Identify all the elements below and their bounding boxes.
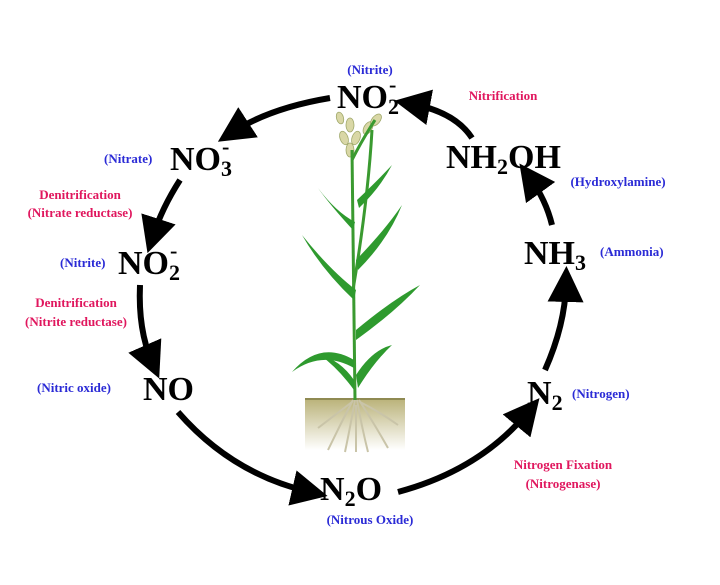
node-n2: N2 (Nitrogen) bbox=[527, 375, 630, 415]
process-nitrification: Nitrification bbox=[469, 88, 538, 103]
node-no2-left: (Nitrite) NO2- bbox=[60, 238, 180, 285]
process-denitrification-nitrite: Denitrification (Nitrite reductase) bbox=[25, 295, 127, 329]
node-n2o: N2O (Nitrous Oxide) bbox=[320, 471, 413, 527]
compound-name-nitrite-top: (Nitrite) bbox=[347, 62, 392, 77]
node-no2-top: (Nitrite) NO2- bbox=[337, 62, 399, 119]
arrow-n2-to-nh3 bbox=[542, 266, 584, 372]
roots bbox=[317, 399, 399, 453]
arrow-nh2oh-to-no2 bbox=[394, 89, 475, 140]
formula-nh2oh: NH2OH bbox=[446, 139, 561, 179]
process-denitrification-nitrate: Denitrification (Nitrate reductase) bbox=[28, 187, 133, 220]
arrow-no2-to-no bbox=[128, 284, 162, 379]
arrow-no3-to-no2 bbox=[141, 178, 183, 254]
cycle-arrows bbox=[128, 89, 584, 506]
compound-name-ammonia: (Ammonia) bbox=[600, 244, 664, 259]
process-line: Denitrification bbox=[39, 187, 121, 202]
node-no: (Nitric oxide) NO bbox=[37, 371, 194, 408]
compound-name-nitrogen: (Nitrogen) bbox=[572, 386, 630, 401]
plant-with-roots-icon bbox=[292, 111, 420, 453]
formula-no3: NO3- bbox=[170, 134, 232, 181]
formula-n2: N2 bbox=[527, 375, 563, 415]
formula-no2-top: NO2- bbox=[337, 72, 399, 119]
process-nitrogen-fixation: Nitrogen Fixation (Nitrogenase) bbox=[514, 457, 613, 491]
arrow-nh3-to-nh2oh bbox=[519, 163, 556, 226]
node-nh3: NH3 (Ammonia) bbox=[524, 235, 664, 275]
arrow-n2o-to-n2 bbox=[397, 398, 540, 495]
compound-name-nitrite-left: (Nitrite) bbox=[60, 255, 105, 270]
compound-name-nitrous-oxide: (Nitrous Oxide) bbox=[327, 512, 414, 527]
stems bbox=[350, 119, 377, 401]
formula-no2-left: NO2- bbox=[118, 238, 180, 285]
node-no3: (Nitrate) NO3- bbox=[104, 134, 232, 181]
formula-nh3: NH3 bbox=[524, 235, 586, 275]
process-line: Nitrogen Fixation bbox=[514, 457, 613, 472]
process-enzyme: (Nitrate reductase) bbox=[28, 205, 133, 220]
compound-name-hydroxylamine: (Hydroxylamine) bbox=[570, 174, 665, 189]
compound-name-nitrate: (Nitrate) bbox=[104, 151, 152, 166]
compound-name-nitric-oxide: (Nitric oxide) bbox=[37, 380, 111, 395]
arrow-no-to-n2o bbox=[175, 410, 328, 506]
formula-n2o: N2O bbox=[320, 471, 382, 511]
process-enzyme: (Nitrite reductase) bbox=[25, 314, 127, 329]
node-nh2oh: NH2OH (Hydroxylamine) bbox=[446, 139, 666, 189]
process-line: Denitrification bbox=[35, 295, 117, 310]
arrow-no2-to-no3 bbox=[217, 95, 331, 142]
process-enzyme: (Nitrogenase) bbox=[526, 476, 601, 491]
leaves bbox=[292, 165, 420, 390]
seed-head bbox=[335, 111, 382, 158]
formula-no: NO bbox=[143, 371, 194, 408]
